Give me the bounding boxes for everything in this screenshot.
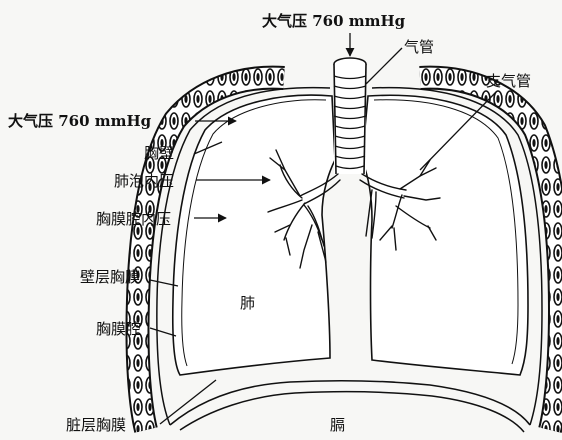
label-parietal-pleura: 壁层胸膜 — [80, 268, 140, 286]
right-lung — [362, 95, 528, 375]
pointer-pleural-cavity — [150, 328, 176, 336]
label-atmospheric-pressure-left: 大气压 760 mmHg — [8, 112, 151, 130]
label-pleural-cavity: 胸膜腔 — [96, 320, 141, 338]
label-intrapleural-pressure: 胸膜腔内压 — [96, 210, 171, 228]
label-diaphragm: 膈 — [330, 416, 345, 434]
label-bronchus: 支气管 — [486, 72, 531, 90]
label-trachea: 气管 — [404, 38, 434, 56]
left-lung — [173, 95, 335, 375]
label-chest-wall: 胸壁 — [144, 144, 174, 162]
pointer-trachea — [366, 48, 402, 84]
trachea-tube — [334, 58, 366, 174]
diaphragm-line — [170, 381, 530, 425]
label-lung: 肺 — [240, 294, 255, 312]
label-alveolar-pressure: 肺泡内压 — [114, 172, 174, 190]
label-atmospheric-pressure-top: 大气压 760 mmHg — [262, 12, 405, 30]
label-visceral-pleura: 脏层胸膜 — [66, 416, 126, 434]
